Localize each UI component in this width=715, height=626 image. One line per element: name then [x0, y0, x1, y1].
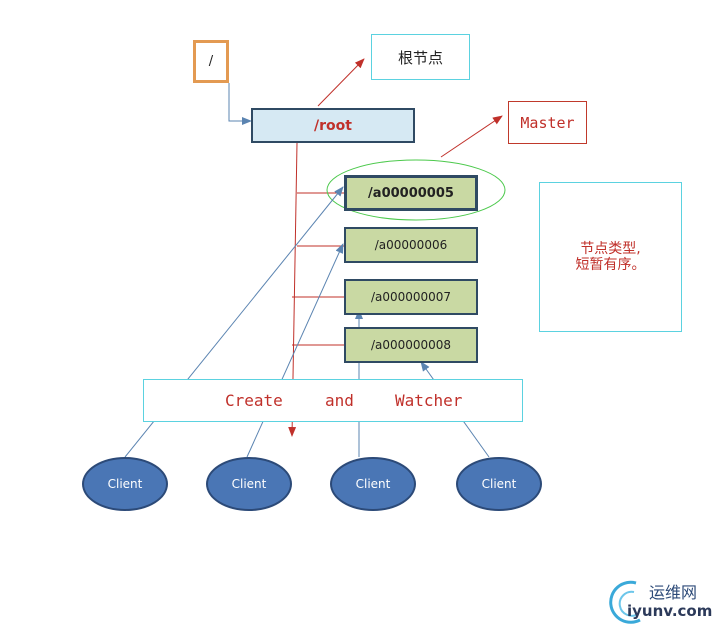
znode-a00000006: /a00000006 — [344, 227, 478, 263]
master-callout-label: Master — [520, 113, 575, 132]
client-4: Client — [456, 457, 542, 511]
master-callout: Master — [508, 101, 587, 144]
root-node-callout: 根节点 — [371, 34, 470, 80]
znode-a000000007: /a000000007 — [344, 279, 478, 315]
slash-root-box: / — [193, 40, 229, 83]
znode-label: /a000000008 — [370, 338, 452, 352]
root-node-callout-label: 根节点 — [397, 48, 443, 67]
watermark-logo: 运维网 iyunv.com — [603, 576, 713, 624]
znode-a00000005: /a00000005 — [344, 175, 478, 211]
banner-watcher-word: Watcher — [395, 391, 463, 410]
client-label: Client — [107, 477, 143, 491]
master-highlight-ellipse — [326, 159, 506, 221]
node-type-note: 节点类型, 短暂有序。 — [539, 182, 682, 332]
logo-swirl-inner-icon — [618, 590, 639, 617]
znode-label: /a00000005 — [368, 185, 454, 201]
znode-label: /a00000006 — [374, 238, 448, 252]
node-type-line-1: 节点类型, — [580, 241, 641, 257]
client-label: Client — [355, 477, 391, 491]
client-label: Client — [481, 477, 517, 491]
slash-to-root-connector — [228, 83, 252, 125]
root-callout-arrow — [317, 58, 365, 107]
watermark-brand: 运维网 — [649, 583, 698, 602]
root-znode-label: /root — [314, 117, 352, 134]
banner-and-word: and — [325, 391, 354, 410]
slash-root-label: / — [208, 54, 214, 69]
master-callout-arrow — [440, 115, 503, 158]
root-znode: /root — [251, 108, 415, 143]
client-3: Client — [330, 457, 416, 511]
create-and-watcher-banner: Create and Watcher — [143, 379, 523, 422]
znode-label: /a000000007 — [370, 290, 452, 304]
client-2: Client — [206, 457, 292, 511]
client-1: Client — [82, 457, 168, 511]
client-label: Client — [231, 477, 267, 491]
logo-swirl-icon — [609, 580, 641, 624]
banner-create-word: Create — [225, 391, 283, 410]
node-type-line-2: 短暂有序。 — [575, 257, 646, 273]
znode-a000000008: /a000000008 — [344, 327, 478, 363]
watermark-url: iyunv.com — [627, 602, 713, 620]
